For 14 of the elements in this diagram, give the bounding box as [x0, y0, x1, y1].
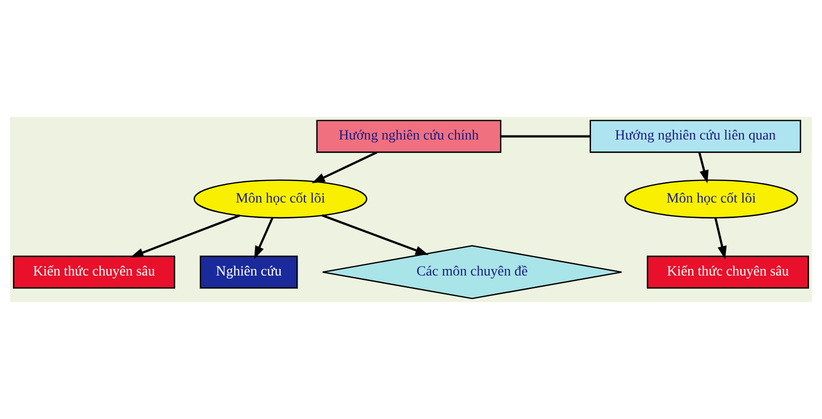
arrow: [130, 214, 240, 258]
node-box: Kiến thức chuyên sâu: [646, 256, 810, 289]
arrow: [698, 152, 709, 184]
node-ellipse: Môn học cốt lõi: [624, 179, 798, 218]
connector: [500, 135, 590, 138]
arrow: [254, 217, 274, 260]
arrow: [322, 214, 429, 256]
node-box: Hướng nghiên cứu chính: [316, 120, 502, 153]
arrow: [714, 218, 727, 260]
arrow: [312, 151, 378, 184]
node-ellipse: Môn học cốt lõi: [194, 179, 368, 218]
node-box: Hướng nghiên cứu liên quan: [590, 120, 802, 153]
node-box: Kiến thức chuyên sâu: [12, 256, 176, 289]
node-box: Nghiên cứu: [200, 256, 298, 289]
